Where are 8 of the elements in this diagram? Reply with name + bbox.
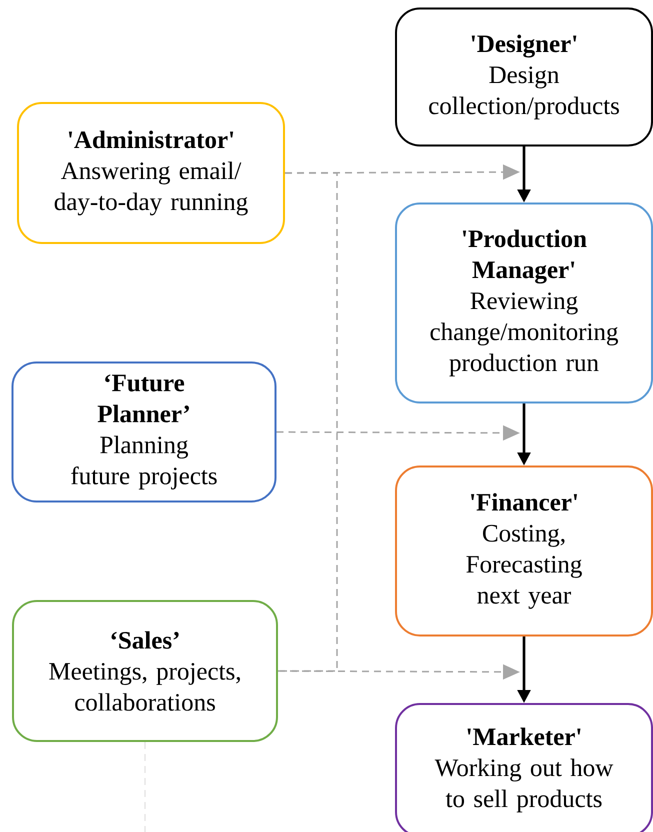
role-box: 'Marketer' Working out how to sell products: [395, 703, 653, 832]
role-box: 'Designer' Design collection/products: [395, 8, 653, 146]
connector-line: [278, 172, 338, 672]
role-box: 'Production Manager' Reviewing change/monitoring production run: [395, 202, 653, 404]
role-box: 'Administrator' Answering email/ day-to-day running: [17, 102, 285, 244]
role-box: 'Financer' Costing, Forecasting next year: [395, 466, 653, 636]
role-box: ‘Future Planner’ Planning future projects: [12, 362, 276, 502]
role-box: ‘Sales’ Meetings, projects, collaborations: [12, 600, 278, 742]
